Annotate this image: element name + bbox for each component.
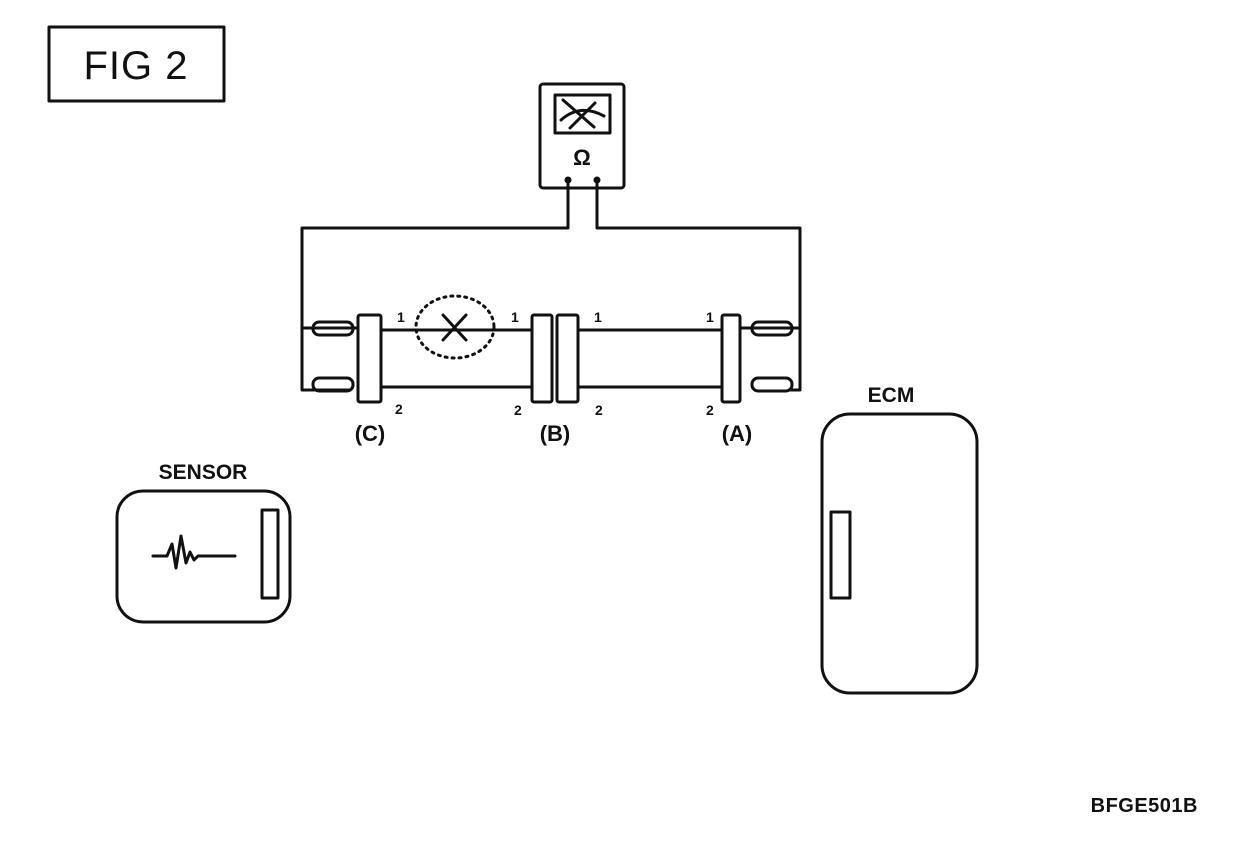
plug-left-bottom [311,376,355,393]
ohmmeter-scale-arc [559,108,606,122]
ohmmeter-needle [561,98,596,129]
figure-title-frame [47,25,226,103]
pin-c-2: 2 [395,401,403,417]
sensor-label: SENSOR [159,461,248,484]
pin-b-right-1: 1 [594,309,602,325]
connector-b-label: (B) [540,421,571,446]
connector-c-label: (C) [355,421,386,446]
ecm: ECM [820,384,979,695]
plug-right-bottom [750,376,794,393]
meter-lead-right [595,179,802,392]
sensor-body [115,489,292,624]
ecm-label: ECM [868,384,915,407]
plug-left-top [311,320,355,337]
plug-right-top [750,320,794,337]
pin-numbers: 1 2 1 2 1 2 1 2 [395,309,714,418]
pin-b-left-1: 1 [511,309,519,325]
sensor: SENSOR [115,461,292,624]
image-code: BFGE501B [1091,795,1198,817]
connector-c [356,313,383,404]
ohmmeter-body [538,82,626,190]
open-circuit-x-icon [414,294,496,360]
fault-x-stroke-2 [441,313,468,342]
ohmmeter-needle-shadow [568,101,597,130]
meter-lead-left [300,179,570,392]
pin-a-2: 2 [706,402,714,418]
sensor-connector-port [260,508,280,600]
connector-b-right-half [555,313,580,404]
terminal-plugs-left [300,320,359,393]
figure-title-text: FIG 2 [83,44,188,88]
connector-a [720,313,742,404]
figure-title: FIG 2 [47,25,226,103]
connector-a-label: (A) [722,421,753,446]
ecm-body [820,412,979,695]
terminal-plugs-right [738,320,802,393]
ohmmeter: Ω [538,82,626,190]
ecm-connector-port [829,510,852,600]
pin-a-1: 1 [706,309,714,325]
pin-c-1: 1 [397,309,405,325]
ohm-symbol: Ω [573,145,591,170]
connector-b-left-half [530,313,554,404]
pin-b-left-2: 2 [514,402,522,418]
pin-b-right-2: 2 [595,402,603,418]
ohmmeter-dial [553,93,612,135]
waveform-icon [151,534,237,570]
fault-circle [414,294,496,360]
